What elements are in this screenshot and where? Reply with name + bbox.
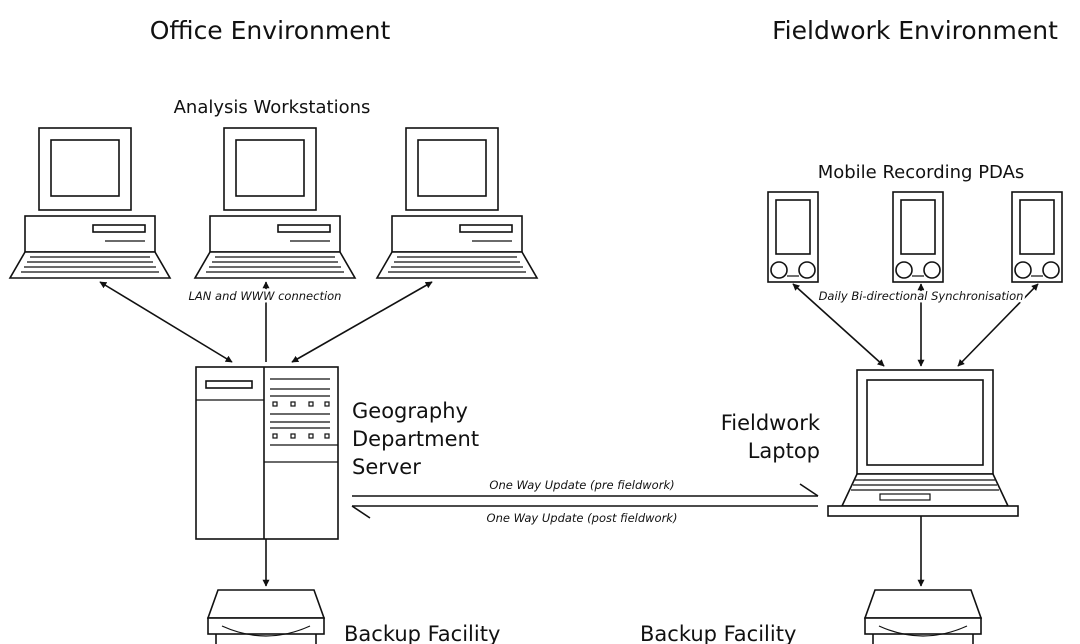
backup-drive-icon [864, 589, 982, 644]
update-pre-fieldwork-label: One Way Update (pre fieldwork) [489, 478, 674, 492]
pda-device-icon [892, 191, 944, 283]
lan-connector-right [291, 281, 433, 363]
office-environment-heading: Office Environment [150, 16, 391, 45]
laptop-label-line-1: Fieldwork [721, 411, 821, 435]
workstation-computer-icon [376, 127, 538, 279]
workstation-computer-icon [194, 127, 356, 279]
analysis-workstations-label: Analysis Workstations [174, 97, 371, 118]
mobile-recording-pdas-label: Mobile Recording PDAs [818, 162, 1025, 183]
pda-device-icon [767, 191, 819, 283]
update-post-fieldwork-label: One Way Update (post fieldwork) [487, 511, 678, 525]
sync-connector-right [957, 283, 1039, 367]
update-post-fieldwork-arrow [351, 505, 818, 519]
sync-connector-left [792, 283, 885, 367]
backup-drive-icon [207, 589, 325, 644]
server-label-line-1: Geography [352, 399, 468, 423]
fieldwork-environment-heading: Fieldwork Environment [772, 16, 1058, 45]
sync-connection-label: Daily Bi-directional Synchronisation [819, 289, 1024, 303]
pda-device-icon [1011, 191, 1063, 283]
office-backup-facility-label: Backup Facility [344, 622, 500, 644]
workstation-computer-icon [9, 127, 171, 279]
update-pre-fieldwork-arrow [352, 483, 819, 497]
laptop-label-line-2: Laptop [748, 439, 820, 463]
server-tower-icon [195, 366, 339, 540]
lan-connector-left [99, 281, 233, 363]
field-backup-facility-label: Backup Facility [640, 622, 796, 644]
server-label-line-2: Department [352, 427, 479, 451]
laptop-icon [827, 369, 1019, 517]
lan-connection-label: LAN and WWW connection [189, 289, 342, 303]
server-label-line-3: Server [352, 455, 421, 479]
